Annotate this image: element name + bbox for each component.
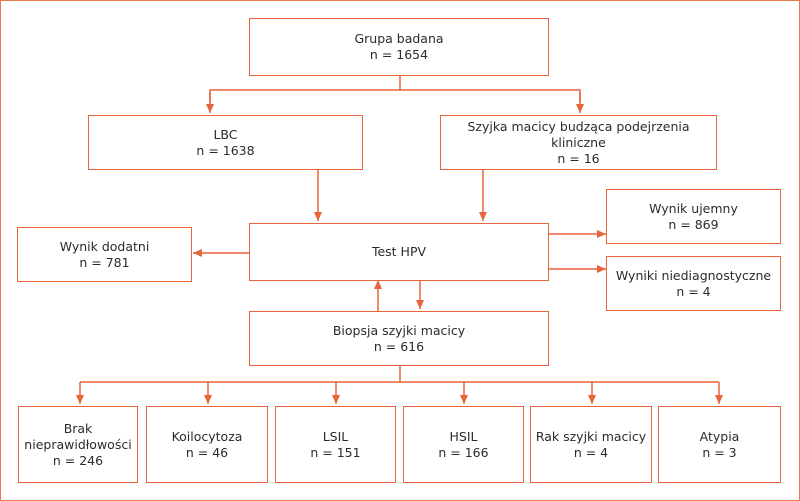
connector-group-split — [209, 89, 581, 102]
box-count: n = 46 — [185, 444, 229, 460]
box-count: n = 151 — [310, 444, 361, 460]
box-count: n = 4 — [573, 444, 609, 460]
lbc-box: LBC n = 1638 — [88, 115, 363, 170]
box-label: Grupa badana — [354, 31, 444, 46]
lsil-box: LSIL n = 151 — [275, 406, 396, 483]
box-count: n = 781 — [79, 254, 130, 270]
biopsy-box: Biopsja szyjki macicy n = 616 — [249, 311, 549, 366]
no-abnormality-box: Brak nieprawidłowości n = 246 — [18, 406, 138, 483]
atypia-box: Atypia n = 3 — [658, 406, 781, 483]
cervical-cancer-box: Rak szyjki macicy n = 4 — [530, 406, 652, 483]
hpv-test-box: Test HPV — [249, 223, 549, 281]
box-label: Atypia — [699, 428, 740, 444]
box-label-line-1: Brak — [63, 420, 93, 436]
box-label: Wynik dodatni — [59, 238, 150, 254]
box-count: n = 1654 — [369, 47, 429, 62]
negative-result-box: Wynik ujemny n = 869 — [606, 189, 781, 244]
box-count: n = 16 — [557, 150, 600, 166]
box-label: HSIL — [449, 428, 478, 444]
box-label: Koilocytoza — [171, 428, 243, 444]
positive-result-box: Wynik dodatni n = 781 — [17, 227, 192, 282]
study-group-box: Grupa badana n = 1654 — [249, 18, 549, 76]
box-label: LSIL — [322, 428, 349, 444]
box-label: Wyniki niediagnostyczne — [615, 267, 772, 283]
nondiagnostic-result-box: Wyniki niediagnostyczne n = 4 — [606, 256, 781, 311]
box-label: Biopsja szyjki macicy — [332, 322, 466, 338]
box-label: Test HPV — [371, 244, 427, 259]
box-label: Wynik ujemny — [649, 200, 738, 216]
box-count: n = 1638 — [196, 142, 255, 158]
box-label: Rak szyjki macicy — [535, 428, 647, 444]
clinical-suspicion-box: Szyjka macicy budząca podejrzenia klinic… — [440, 115, 717, 170]
box-count: n = 3 — [702, 444, 737, 460]
box-count: n = 869 — [668, 216, 719, 232]
box-count: n = 4 — [676, 283, 711, 299]
box-label: LBC — [213, 126, 238, 142]
box-label: Szyjka macicy budząca podejrzenia klinic… — [467, 118, 690, 150]
hsil-box: HSIL n = 166 — [403, 406, 524, 483]
box-count: n = 616 — [373, 338, 425, 354]
box-count: n = 246 — [52, 452, 104, 468]
box-label-line-2: nieprawidłowości — [24, 436, 132, 452]
koilocytosis-box: Koilocytoza n = 46 — [146, 406, 268, 483]
box-count: n = 166 — [438, 444, 489, 460]
